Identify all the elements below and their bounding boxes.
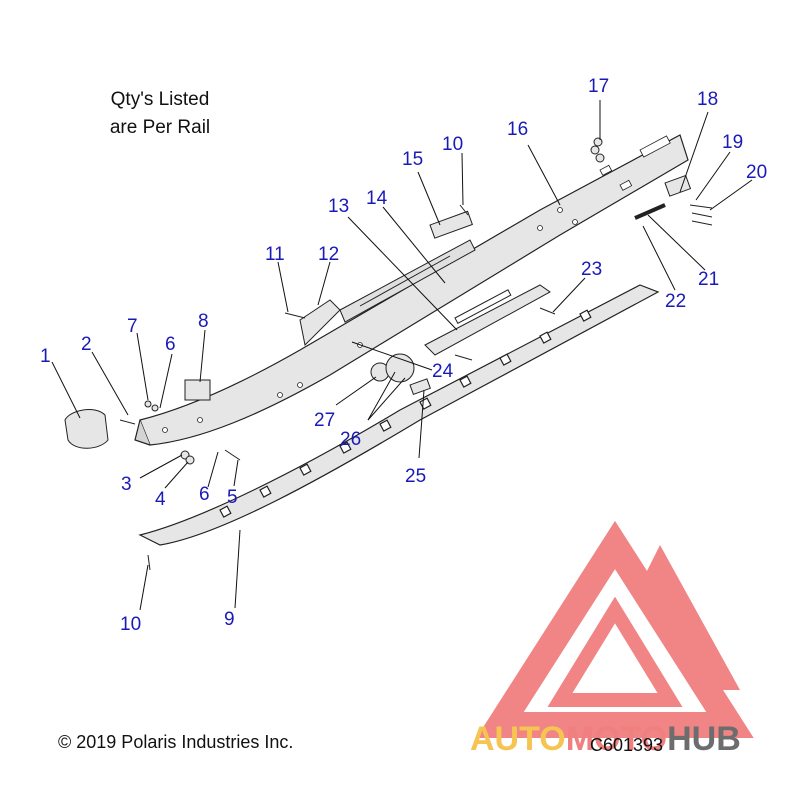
callout-14: 14 — [366, 188, 388, 209]
callout-21: 21 — [698, 269, 719, 290]
automotohub-logo — [476, 520, 754, 738]
bumper-8 — [184, 379, 211, 401]
callout-27: 27 — [314, 410, 335, 431]
leader-lines — [51, 100, 753, 611]
callout-4: 4 — [155, 489, 166, 510]
callout-10b: 10 — [442, 134, 463, 155]
callout-24: 24 — [432, 361, 454, 382]
callout-6b: 6 — [165, 334, 176, 355]
watermark-text: AUTOMOTOHUB — [470, 720, 741, 758]
callout-25: 25 — [405, 466, 426, 487]
callout-26: 26 — [340, 429, 361, 450]
callout-2: 2 — [81, 334, 92, 355]
qty-note-line1: Qty's Listed — [110, 89, 210, 110]
callout-23: 23 — [581, 259, 602, 280]
callout-9: 9 — [224, 609, 235, 630]
rail-main — [134, 134, 689, 446]
callout-8: 8 — [198, 311, 209, 332]
callout-7: 7 — [127, 316, 138, 337]
callout-numbers: 1 2 3 4 5 6 6 7 8 9 10 10 11 12 13 14 15… — [40, 76, 767, 635]
spacer-25 — [409, 378, 431, 396]
callout-18: 18 — [697, 89, 718, 110]
small-hardware — [64, 137, 713, 571]
callout-10a: 10 — [120, 614, 141, 635]
rail-slide-bar — [424, 284, 551, 356]
callout-22: 22 — [665, 291, 686, 312]
qty-note-line2: are Per Rail — [109, 117, 211, 138]
callout-19: 19 — [722, 132, 743, 153]
tip-cap-1 — [64, 409, 109, 449]
callout-3: 3 — [121, 474, 132, 495]
callout-1: 1 — [40, 346, 51, 367]
callout-6a: 6 — [199, 484, 210, 505]
copyright-text: © 2019 Polaris Industries Inc. — [58, 732, 294, 752]
callout-5: 5 — [227, 487, 238, 508]
wear-strip-9 — [138, 284, 660, 546]
callout-13: 13 — [328, 196, 349, 217]
callout-20: 20 — [746, 162, 767, 183]
qty-note: Qty's Listed are Per Rail — [90, 86, 230, 142]
bracket-12 — [299, 299, 341, 347]
callout-16: 16 — [507, 119, 528, 140]
callout-17: 17 — [588, 76, 609, 97]
callout-11: 11 — [265, 244, 285, 265]
callout-15: 15 — [402, 149, 423, 170]
rail-brace-14 — [339, 239, 476, 323]
block-15 — [429, 210, 474, 239]
callout-12: 12 — [318, 244, 339, 265]
wheel-26 — [385, 353, 415, 383]
diagram-code: C601393 — [590, 735, 664, 755]
